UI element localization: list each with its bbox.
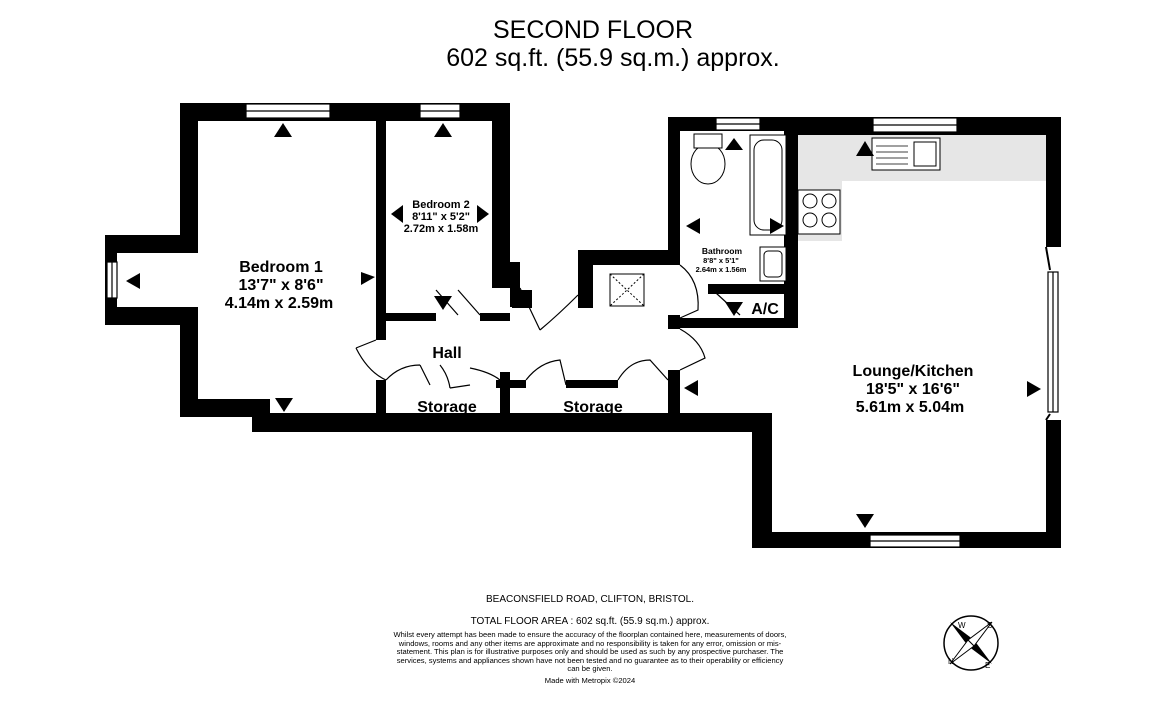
room-name-storage-1: Storage <box>417 399 477 416</box>
compass-label-s: S <box>987 621 992 630</box>
room-metric-lounge: 5.61m x 5.04m <box>856 399 965 416</box>
property-address: BEACONSFIELD ROAD, CLIFTON, BRISTOL. <box>485 594 694 605</box>
room-imperial-bedroom1: 13'7" x 8'6" <box>238 277 323 294</box>
hob-icon <box>797 189 841 235</box>
sink-icon <box>871 137 941 171</box>
arrow-markers <box>126 123 1041 528</box>
compass-label-w: W <box>958 621 966 630</box>
room-name-lounge: Lounge/Kitchen <box>853 363 974 380</box>
room-metric-bathroom: 2.64m x 1.56m <box>696 265 747 274</box>
windows <box>106 103 1059 548</box>
room-metric-bedroom2: 2.72m x 1.58m <box>404 223 479 235</box>
total-floor-area: TOTAL FLOOR AREA : 602 sq.ft. (55.9 sq.m… <box>470 616 710 627</box>
floor-area-heading: 602 sq.ft. (55.9 sq.m.) approx. <box>446 44 780 72</box>
room-imperial-bedroom2: 8'11" x 5'2" <box>412 211 470 223</box>
floor-title: SECOND FLOOR <box>492 16 694 44</box>
room-imperial-bathroom: 8'8" x 5'1" <box>703 256 739 265</box>
compass-label-e: E <box>985 661 990 670</box>
doors <box>355 264 741 389</box>
room-metric-bedroom1: 4.14m x 2.59m <box>225 295 334 312</box>
room-name-bedroom2: Bedroom 2 <box>412 199 469 211</box>
room-name-bathroom: Bathroom <box>702 246 743 256</box>
compass-label-n: N <box>948 657 954 666</box>
room-name-storage-2: Storage <box>563 399 623 416</box>
room-imperial-lounge: 18'5" x 16'6" <box>866 381 960 398</box>
bathroom-fixtures <box>690 133 787 282</box>
credit-text: Made with Metropix ©2024 <box>544 676 636 685</box>
disclaimer-text: Whilst every attempt has been made to en… <box>393 630 787 674</box>
compass-icon: W S N E <box>943 615 999 671</box>
room-name-bedroom1: Bedroom 1 <box>239 259 323 276</box>
skylight-icon <box>609 273 645 307</box>
room-name-hall: Hall <box>432 345 461 362</box>
room-name-ac: A/C <box>751 301 779 318</box>
